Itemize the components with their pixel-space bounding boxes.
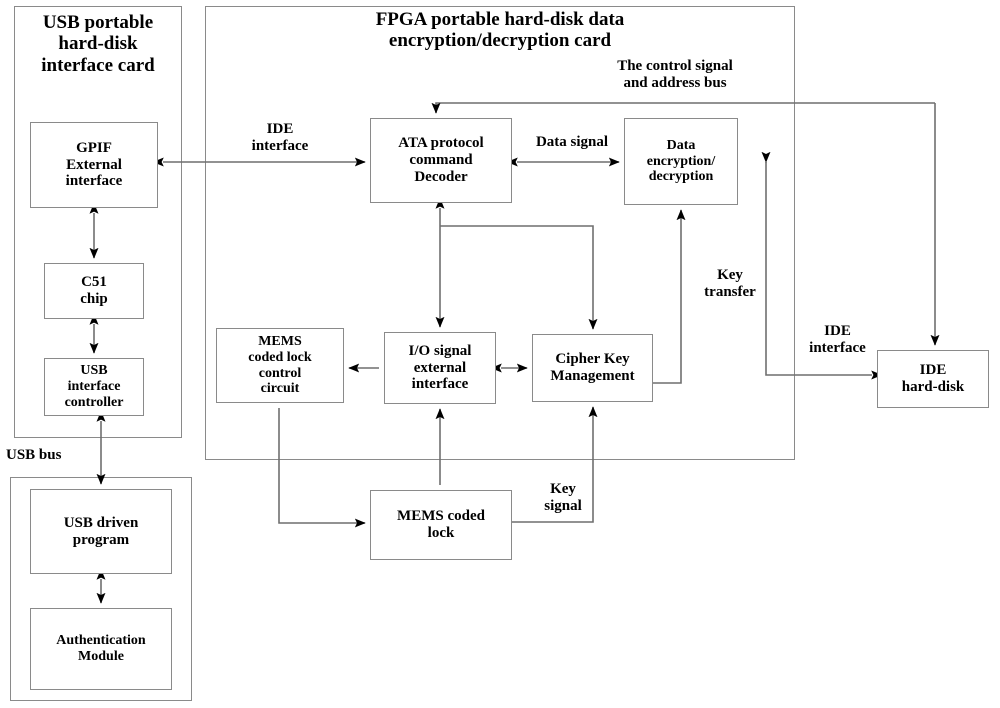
label-ide-interface-right: IDE interface — [809, 323, 866, 356]
label-key-transfer: Key transfer — [704, 267, 756, 300]
label-control-signal-and-address-bus: The control signal and address bus — [617, 58, 733, 91]
box-mems-coded-lock[interactable]: MEMS coded lock — [370, 490, 512, 560]
box-ide-hard-disk[interactable]: IDE hard-disk — [877, 350, 989, 408]
panel-title-usb-card: USB portable hard-disk interface card — [41, 12, 155, 76]
label-ide-interface-left: IDE interface — [251, 121, 309, 154]
box-c51-chip[interactable]: C51 chip — [44, 263, 144, 319]
box-ata-protocol-command-decoder[interactable]: ATA protocol command Decoder — [370, 118, 512, 203]
panel-title-fpga-card: FPGA portable hard-disk data encryption/… — [375, 9, 625, 52]
box-gpif-external-interface[interactable]: GPIF External interface — [30, 122, 158, 208]
label-usb-bus: USB bus — [6, 447, 62, 463]
box-usb-driven-program[interactable]: USB driven program — [30, 489, 172, 574]
box-mems-coded-lock-control-circuit[interactable]: MEMS coded lock control circuit — [216, 328, 344, 403]
label-key-signal: Key signal — [544, 481, 582, 514]
box-cipher-key-management[interactable]: Cipher Key Management — [532, 334, 653, 402]
box-data-encryption-decryption[interactable]: Data encryption/ decryption — [624, 118, 738, 205]
box-io-signal-external-interface[interactable]: I/O signal external interface — [384, 332, 496, 404]
box-authentication-module[interactable]: Authentication Module — [30, 608, 172, 690]
label-data-signal: Data signal — [535, 134, 609, 150]
box-usb-interface-controller[interactable]: USB interface controller — [44, 358, 144, 416]
